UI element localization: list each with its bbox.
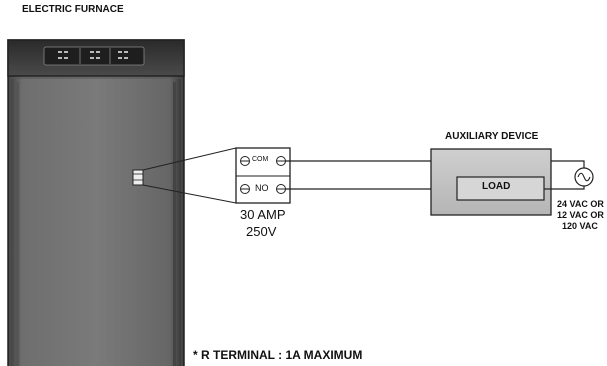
electric-furnace xyxy=(7,39,185,366)
furnace-terminal-connector xyxy=(132,169,144,186)
source-voltage-line-1: 24 VAC OR xyxy=(557,199,604,209)
relay-voltage-rating: 250V xyxy=(246,224,277,239)
r-terminal-note: * R TERMINAL : 1A MAXIMUM xyxy=(193,348,363,362)
no-right-screw-icon xyxy=(276,184,286,194)
auxiliary-device xyxy=(430,148,552,216)
relay-no-label: NO xyxy=(255,183,269,193)
furnace-label: ELECTRIC FURNACE xyxy=(22,4,124,15)
com-right-screw-icon xyxy=(276,156,286,166)
callout-lines xyxy=(142,147,237,204)
auxiliary-device-label: AUXILIARY DEVICE xyxy=(445,131,539,142)
wires xyxy=(285,160,585,190)
load-label: LOAD xyxy=(482,181,511,192)
source-bottom-wire xyxy=(544,186,585,190)
source-top-wire xyxy=(551,160,585,168)
source-voltage-line-3: 120 VAC xyxy=(562,221,598,231)
com-left-screw-icon xyxy=(240,156,250,166)
relay-current-rating: 30 AMP xyxy=(240,207,286,222)
no-left-screw-icon xyxy=(240,184,250,194)
relay-com-label: COM xyxy=(252,156,269,163)
furnace-control-panel xyxy=(43,46,145,66)
ac-source-icon xyxy=(574,167,594,187)
source-voltage-line-2: 12 VAC OR xyxy=(557,210,604,220)
